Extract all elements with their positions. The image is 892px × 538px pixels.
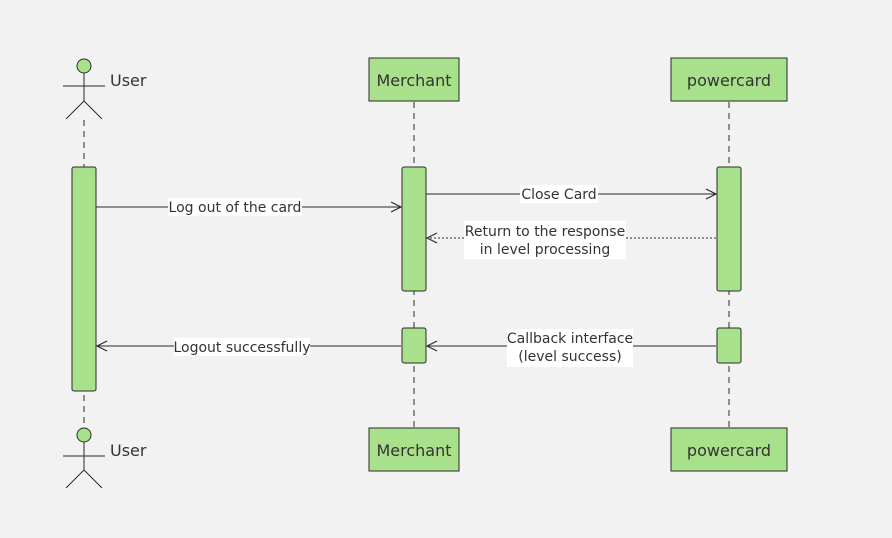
merchant-label-top: Merchant <box>376 71 451 90</box>
user-actor-bottom <box>63 427 105 489</box>
merchant-box-top <box>368 57 460 102</box>
callback-label-line2: (level success) <box>518 349 621 365</box>
powercard-label-top: powercard <box>687 71 771 90</box>
powercard-activation-1 <box>716 166 742 292</box>
powercard-box-bottom <box>670 427 788 472</box>
logout-success-label: Logout successfully <box>173 340 310 356</box>
level-response-label-line2: in level processing <box>480 242 610 258</box>
level-response-label-line1: Return to the response <box>465 224 625 240</box>
close-card-label: Close Card <box>521 187 596 203</box>
merchant-activation-1 <box>401 166 427 292</box>
user-activation <box>71 166 97 392</box>
user-actor-top <box>63 58 105 120</box>
user-label-top: User <box>110 71 147 90</box>
logout-success-label-bg <box>174 338 310 356</box>
merchant-activation-2 <box>401 327 427 364</box>
logout-request-label-bg <box>168 198 302 216</box>
merchant-box-bottom <box>368 427 460 472</box>
level-response-label-bg <box>464 221 626 259</box>
powercard-activation-2 <box>716 327 742 364</box>
logout-request-label: Log out of the card <box>169 200 302 216</box>
close-card-label-bg <box>520 185 598 203</box>
user-label-bottom: User <box>110 441 147 460</box>
merchant-label-bottom: Merchant <box>376 441 451 460</box>
powercard-label-bottom: powercard <box>687 441 771 460</box>
callback-label-line1: Callback interface <box>507 331 633 347</box>
powercard-box-top <box>670 57 788 102</box>
callback-label-bg <box>507 329 633 367</box>
